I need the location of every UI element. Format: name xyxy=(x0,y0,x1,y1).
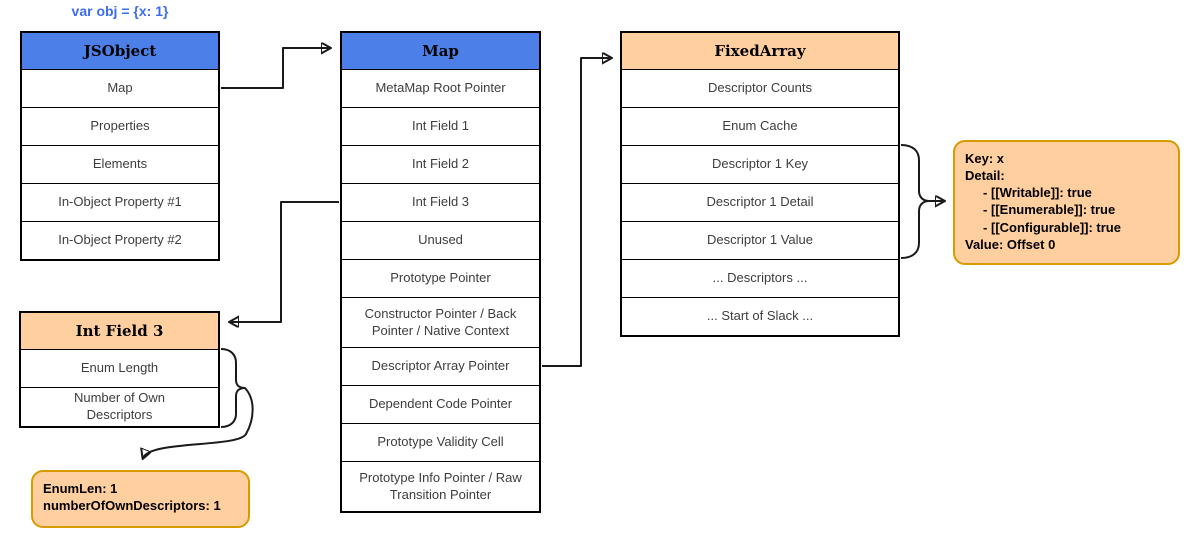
table-row: Int Field 2 xyxy=(342,145,539,183)
table-row: Descriptor 1 Detail xyxy=(622,183,898,221)
table-row: Descriptor Array Pointer xyxy=(342,347,539,385)
note-line: - [[Configurable]]: true xyxy=(965,219,1121,235)
table-row: In-Object Property #1 xyxy=(22,183,218,221)
table-row: ... Start of Slack ... xyxy=(622,297,898,335)
table-row: Prototype Validity Cell xyxy=(342,423,539,461)
table-row: Dependent Code Pointer xyxy=(342,385,539,423)
brace-intfield3-rows xyxy=(220,348,246,428)
table-row: In-Object Property #2 xyxy=(22,221,218,259)
table-row: Descriptor 1 Key xyxy=(622,145,898,183)
table-row: Enum Length xyxy=(21,349,218,387)
table-header-jsobject: JSObject xyxy=(22,33,218,69)
note-line: Detail: xyxy=(965,168,1005,184)
note-descriptor-detail: Key: x Detail: - [[Writable]]: true - [[E… xyxy=(953,140,1180,265)
table-row: ... Descriptors ... xyxy=(622,259,898,297)
note-line: Key: x xyxy=(965,151,1005,166)
note-line: numberOfOwnDescriptors: 1 xyxy=(43,498,221,514)
arrow-map-intfield3-to-intfield3-table xyxy=(230,201,339,322)
table-header-intfield3: Int Field 3 xyxy=(21,313,218,349)
note-line: - [[Enumerable]]: true xyxy=(965,202,1116,218)
table-row: Descriptor Counts xyxy=(622,69,898,107)
table-row: Properties xyxy=(22,107,218,145)
table-header-fixedarray: FixedArray xyxy=(622,33,898,69)
table-row: Number of Own Descriptors xyxy=(21,387,218,426)
note-line: - [[Writable]]: true xyxy=(965,185,1092,201)
arrow-jsobject-map-to-map-table xyxy=(221,48,330,89)
table-row: Prototype Info Pointer / Raw Transition … xyxy=(342,461,539,511)
table-row: Descriptor 1 Value xyxy=(622,221,898,259)
table-row: Constructor Pointer / Back Pointer / Nat… xyxy=(342,297,539,347)
arrow-descriptor-array-pointer-to-fixedarray xyxy=(542,58,611,367)
table-row: Int Field 1 xyxy=(342,107,539,145)
note-line: Value: Offset 0 xyxy=(965,236,1056,252)
brace-descriptor-rows xyxy=(900,144,930,259)
table-row: Elements xyxy=(22,145,218,183)
code-annotation: var obj = {x: 1} xyxy=(71,3,169,19)
note-line: EnumLen: 1 xyxy=(43,481,118,496)
note-int-field3-values: EnumLen: 1 numberOfOwnDescriptors: 1 xyxy=(31,470,250,528)
table-row: Unused xyxy=(342,221,539,259)
table-row: MetaMap Root Pointer xyxy=(342,69,539,107)
table-header-map: Map xyxy=(342,33,539,69)
table-row: Enum Cache xyxy=(622,107,898,145)
table-row: Prototype Pointer xyxy=(342,259,539,297)
table-row: Map xyxy=(22,69,218,107)
table-row: Int Field 3 xyxy=(342,183,539,221)
